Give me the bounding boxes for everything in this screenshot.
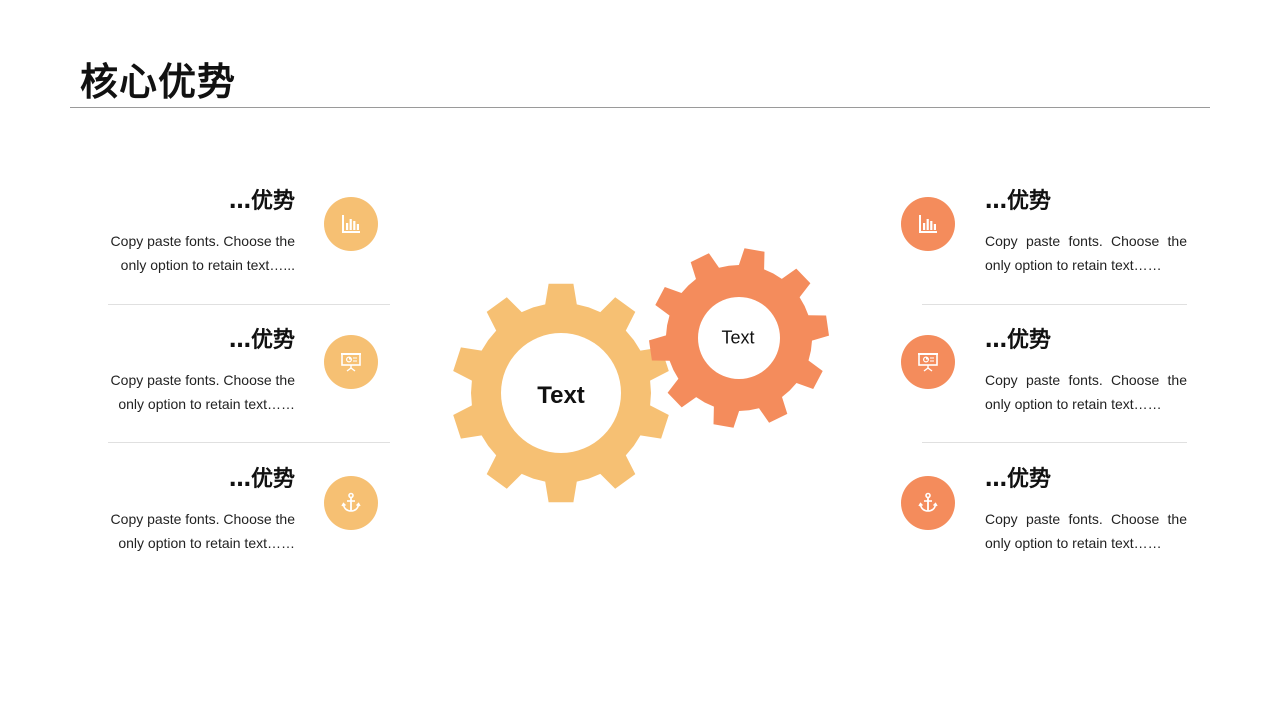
large-gear-label: Text	[537, 382, 585, 409]
left-item-1: …优势 Copy paste fonts. Choose the only op…	[0, 187, 295, 277]
left-item-2-heading: …优势	[228, 328, 295, 353]
right-divider-2	[922, 442, 1187, 443]
right-circle-2	[901, 335, 955, 389]
left-item-2: …优势 Copy paste fonts. Choose the only op…	[0, 326, 295, 416]
left-divider-2	[108, 442, 390, 443]
presentation-board-icon	[341, 353, 361, 372]
right-item-1: …优势 Copy paste fonts. Choose the only op…	[985, 187, 1187, 277]
right-item-1-text: Copy paste fonts. Choose the only option…	[985, 233, 1187, 273]
right-item-3-text: Copy paste fonts. Choose the only option…	[985, 511, 1187, 551]
gears-svg	[453, 248, 829, 503]
left-circle-2	[324, 335, 378, 389]
left-item-3-text: Copy paste fonts. Choose the only option…	[110, 511, 295, 551]
right-item-3-heading: …优势	[985, 467, 1052, 492]
large-gear-hole	[501, 333, 621, 453]
left-item-3: …优势 Copy paste fonts. Choose the only op…	[0, 465, 295, 555]
left-divider-1	[108, 304, 390, 305]
left-circle-3	[324, 476, 378, 530]
title-underline	[70, 107, 1210, 108]
right-item-2-text: Copy paste fonts. Choose the only option…	[985, 372, 1187, 412]
small-gear-hole	[698, 297, 780, 379]
right-circle-3	[901, 476, 955, 530]
right-circle-1	[901, 197, 955, 251]
right-item-1-heading: …优势	[985, 189, 1052, 214]
left-item-1-heading: …优势	[228, 189, 295, 214]
anchor-icon	[918, 492, 938, 512]
left-item-3-heading: …优势	[228, 467, 295, 492]
right-divider-1	[922, 304, 1187, 305]
page-title: 核心优势	[80, 60, 237, 104]
right-item-3: …优势 Copy paste fonts. Choose the only op…	[985, 465, 1187, 555]
right-item-2: …优势 Copy paste fonts. Choose the only op…	[985, 326, 1187, 416]
anchor-icon	[341, 492, 361, 512]
bar-chart-icon	[919, 215, 937, 233]
bar-chart-icon	[342, 215, 360, 233]
small-gear-label: Text	[721, 327, 755, 348]
gear-diagram: Text Text	[430, 230, 850, 520]
right-item-2-heading: …优势	[985, 328, 1052, 353]
left-circle-1	[324, 197, 378, 251]
left-item-2-text: Copy paste fonts. Choose the only option…	[110, 372, 295, 412]
presentation-board-icon	[918, 353, 938, 372]
left-item-1-text: Copy paste fonts. Choose the only option…	[110, 233, 295, 273]
